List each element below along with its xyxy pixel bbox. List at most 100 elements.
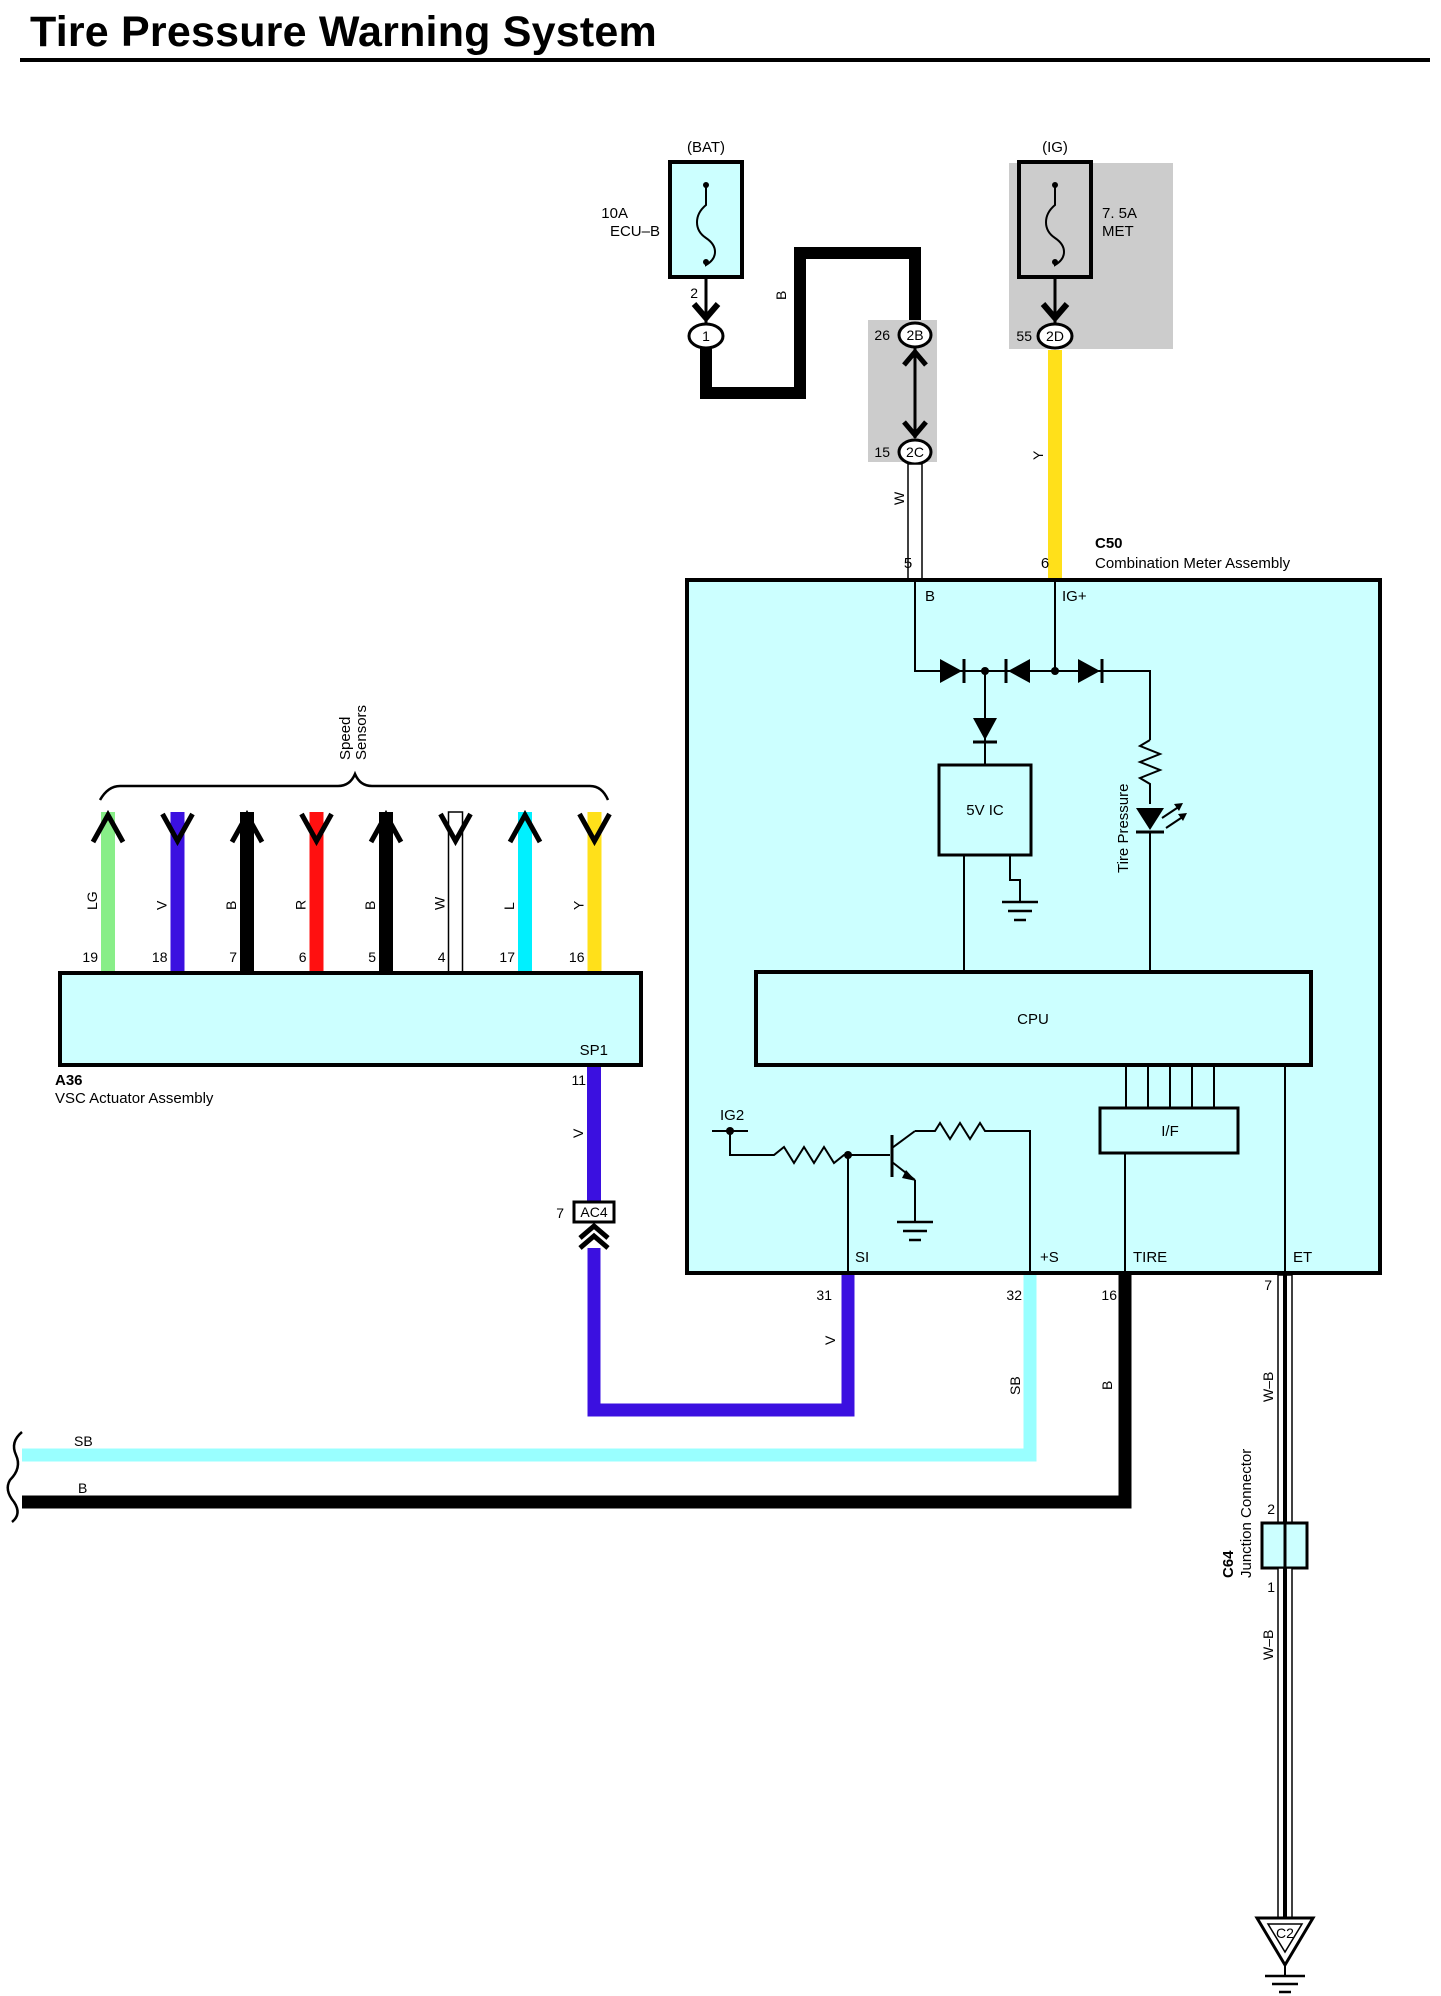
wire-sb-label: SB — [1007, 1376, 1023, 1395]
sensor-wire-FL–: V18FL– — [152, 812, 195, 998]
wire-b-bat-label: B — [773, 291, 789, 300]
wire-b-tire — [22, 1275, 1132, 1509]
connector-2d-label: 2D — [1046, 328, 1064, 344]
sensor-pin-FL–: 18 — [152, 949, 168, 965]
wire-v-sp1-label: V — [570, 1128, 586, 1138]
sensor-wire-color-RR+: L — [501, 902, 517, 910]
fuse-ecu-b: (BAT) 10A ECU–B 2 1 — [601, 139, 744, 350]
vsc-sp1-pin: 11 — [571, 1072, 586, 1088]
sensor-pin-RL–: 4 — [438, 949, 446, 965]
sensor-wire-color-FL+: LG — [84, 891, 100, 910]
sensor-wire-RR–: Y16RR– — [569, 812, 612, 998]
vsc-sp1-label: SP1 — [580, 1042, 608, 1059]
wire-v-si — [587, 1248, 855, 1417]
c64-code: C64 — [1220, 1550, 1237, 1578]
wire-wb-2-label: W–B — [1260, 1630, 1276, 1660]
connector-2d — [1036, 322, 1074, 350]
connector-1-label: 1 — [702, 328, 710, 344]
pin-s-label: +S — [1040, 1249, 1059, 1266]
vsc-name: VSC Actuator Assembly — [55, 1090, 214, 1107]
sensor-wire-color-FR+: B — [223, 901, 239, 910]
ig2-label: IG2 — [720, 1107, 744, 1124]
speed-sensors-label-2: Sensors — [353, 705, 370, 760]
meter-name: Combination Meter Assembly — [1095, 555, 1291, 572]
sensor-wire-FR–: R6FR– — [293, 812, 334, 998]
c64-name: Junction Connector — [1238, 1449, 1255, 1578]
combination-meter: C50 Combination Meter Assembly 5 6 B IG+… — [685, 535, 1382, 1275]
wire-y — [1048, 350, 1062, 580]
fuse-bat-source: (BAT) — [687, 139, 725, 156]
pin-si-label: SI — [855, 1249, 869, 1266]
sensor-pin-FL+: 19 — [82, 949, 98, 965]
junction-c64: 2 1 C64 Junction Connector — [1220, 1449, 1309, 1595]
wire-v-si-label: V — [822, 1335, 838, 1345]
pin-et-num: 7 — [1264, 1277, 1272, 1293]
sensor-wire-color-RL+: B — [362, 901, 378, 910]
wire-sb — [22, 1275, 1037, 1462]
sensor-wire-color-FL–: V — [154, 900, 170, 910]
connector-2c-label: 2C — [906, 444, 924, 460]
sensor-pin-RL+: 5 — [368, 949, 376, 965]
connector-2b-label: 2B — [906, 327, 923, 343]
fuse-bat-pin: 2 — [690, 285, 698, 301]
junction-2c: 15 2C — [874, 438, 933, 466]
wire-b-tire-label: B — [1099, 1381, 1115, 1390]
cpu-label: CPU — [1017, 1011, 1049, 1028]
sensor-wire-RL–: W4RL– — [432, 811, 473, 998]
c64-pin-top: 2 — [1267, 1501, 1275, 1517]
meter-pin-ig-label: IG+ — [1062, 588, 1087, 605]
left-wire-b-label: B — [78, 1480, 87, 1496]
wire-b-bat — [700, 247, 921, 399]
fuse-ig-rating: 7. 5A — [1102, 205, 1137, 222]
if-label: I/F — [1161, 1123, 1179, 1140]
vsc-code: A36 — [55, 1072, 83, 1089]
sensor-pin-FR–: 6 — [299, 949, 307, 965]
pin-s-num: 32 — [1006, 1287, 1022, 1303]
vsc-actuator: SP1 A36 VSC Actuator Assembly 11 — [55, 971, 643, 1107]
pin-tire-num: 16 — [1101, 1287, 1117, 1303]
sensor-wire-FR+: B7FR+ — [223, 809, 265, 998]
wire-y-label: Y — [1030, 450, 1046, 460]
wire-v-sp1 — [587, 1067, 601, 1202]
sensor-wire-color-FR–: R — [293, 900, 309, 910]
sensor-wire-RR+: L17RR+ — [499, 809, 543, 998]
ground-c2: C2 — [1254, 1916, 1316, 1994]
sensor-wire-FL+: LG19FL+ — [82, 809, 126, 998]
junction-2b-pin: 26 — [874, 327, 890, 343]
title-rule — [20, 58, 1430, 62]
page-title: Tire Pressure Warning System — [30, 8, 657, 56]
sensor-wire-RL+: B5RL+ — [362, 809, 404, 998]
fuse-ig-name: MET — [1102, 223, 1134, 240]
sensor-pin-RR+: 17 — [499, 949, 515, 965]
speed-sensors-label-1: Speed — [337, 717, 354, 760]
connector-ac4: 7 AC4 — [556, 1200, 616, 1250]
junction-2c-pin: 15 — [874, 444, 890, 460]
fuse-ig-pin: 55 — [1016, 328, 1032, 344]
sensor-pin-RR–: 16 — [569, 949, 585, 965]
lamp-label: Tire Pressure — [1115, 784, 1132, 873]
fuse-bat-rating: 10A — [601, 205, 628, 222]
pin-si-num: 31 — [816, 1287, 832, 1303]
meter-code: C50 — [1095, 535, 1123, 552]
pin-et-label: ET — [1293, 1249, 1312, 1266]
left-wire-sb-label: SB — [74, 1433, 93, 1449]
wire-w-label: W — [891, 491, 907, 505]
meter-pin-b-label: B — [925, 588, 935, 605]
ac4-label: AC4 — [580, 1204, 607, 1220]
wire-wb-1-label: W–B — [1260, 1372, 1276, 1402]
pin-tire-label: TIRE — [1133, 1249, 1167, 1266]
c64-pin-bottom: 1 — [1267, 1579, 1275, 1595]
sensor-wire-color-RR–: Y — [571, 900, 587, 910]
wire-break-mark — [6, 1431, 23, 1523]
ground-label: C2 — [1276, 1925, 1294, 1941]
ic-label: 5V IC — [966, 802, 1004, 819]
ac4-pin: 7 — [556, 1205, 564, 1221]
sensor-wire-color-RL–: W — [432, 896, 448, 910]
sensor-pin-FR+: 7 — [229, 949, 237, 965]
meter-pin-ig-num: 6 — [1041, 555, 1049, 572]
speed-sensors-group: Speed Sensors — [98, 705, 610, 801]
sensor-wires: LG19FL+V18FL–B7FR+R6FR–B5RL+W4RL–L17RR+Y… — [82, 809, 612, 998]
fuse-ig-source: (IG) — [1042, 139, 1068, 156]
fuse-met: (IG) 7. 5A MET 55 2D — [1016, 139, 1137, 350]
